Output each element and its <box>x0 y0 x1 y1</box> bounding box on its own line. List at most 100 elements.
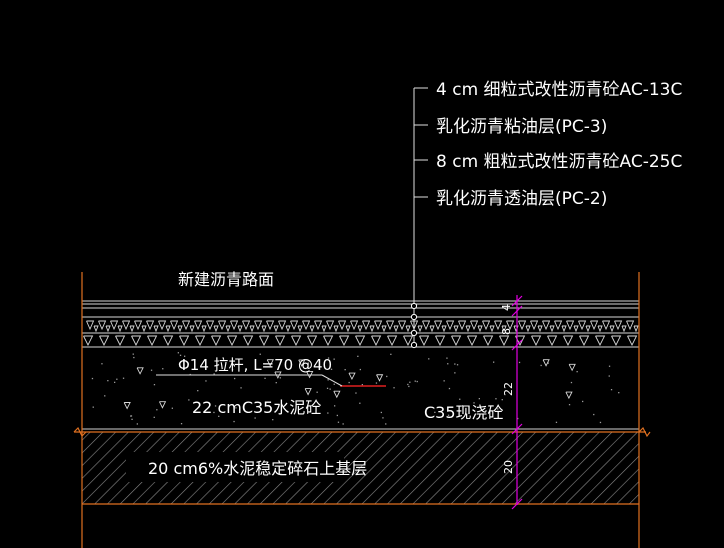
aggregate-mark <box>227 335 238 347</box>
aggregate-speck <box>344 369 346 371</box>
aggregate-mark <box>554 320 563 331</box>
aggregate-speck <box>133 356 135 359</box>
aggregate-speck <box>443 380 445 382</box>
aggregate-mark <box>355 335 366 347</box>
aggregate-speck <box>329 388 331 390</box>
aggregate-speck <box>240 387 242 389</box>
aggregate-speck <box>459 398 461 400</box>
aggregate-mark <box>621 325 627 333</box>
aggregate-speck <box>330 368 333 370</box>
aggregate-speck <box>235 407 237 409</box>
aggregate-mark <box>470 320 479 331</box>
aggregate-mark <box>547 335 558 347</box>
aggregate-mark <box>549 325 555 333</box>
aggregate-speck <box>264 377 266 379</box>
aggregate-speck <box>380 411 382 414</box>
aggregate-speck <box>610 389 613 391</box>
aggregate-mark <box>309 325 315 333</box>
aggregate-speck <box>348 381 350 384</box>
callout-ac25c: 8 cm 粗粒式改性沥青砼AC-25C <box>436 152 682 172</box>
aggregate-mark <box>518 320 527 331</box>
aggregate-mark <box>131 335 142 347</box>
aggregate-speck <box>495 398 497 400</box>
aggregate-mark <box>333 325 339 333</box>
dim-top-mid: 8 <box>500 328 513 335</box>
aggregate-speck <box>608 375 610 377</box>
aggregate-mark <box>429 325 435 333</box>
aggregate-mark <box>568 363 576 372</box>
aggregate-speck <box>517 417 519 420</box>
aggregate-mark <box>266 359 274 367</box>
aggregate-mark <box>261 325 267 333</box>
aggregate-speck <box>275 382 277 384</box>
aggregate-mark <box>611 335 622 347</box>
dim-base: 20 <box>502 460 515 474</box>
aggregate-speck <box>434 411 436 413</box>
aggregate-mark <box>627 335 638 347</box>
aggregate-mark <box>122 320 131 331</box>
aggregate-mark <box>278 320 287 331</box>
aggregate-mark <box>153 325 159 333</box>
aggregate-mark <box>458 320 467 331</box>
aggregate-mark <box>243 335 254 347</box>
aggregate-mark <box>206 320 215 331</box>
aggregate-mark <box>525 325 531 333</box>
aggregate-mark <box>230 320 239 331</box>
aggregate-mark <box>189 325 195 333</box>
aggregate-speck <box>407 383 409 386</box>
aggregate-speck <box>446 357 448 359</box>
aggregate-speck <box>259 353 261 355</box>
dimension-line <box>511 295 523 510</box>
aggregate-speck <box>254 417 256 419</box>
aggregate-mark <box>374 320 383 331</box>
aggregate-speck <box>518 361 521 364</box>
aggregate-speck <box>122 377 125 379</box>
aggregate-speck <box>428 358 430 360</box>
aggregate-mark <box>129 325 135 333</box>
aggregate-speck <box>593 413 595 416</box>
aggregate-mark <box>446 320 455 331</box>
aggregate-speck <box>555 421 558 423</box>
aggregate-mark <box>323 335 334 347</box>
aggregate-mark <box>147 335 158 347</box>
aggregate-mark <box>602 320 611 331</box>
aggregate-mark <box>369 325 375 333</box>
aggregate-speck <box>162 368 164 370</box>
aggregate-speck <box>382 417 384 419</box>
aggregate-row-bottom <box>83 335 638 347</box>
aggregate-mark <box>597 325 603 333</box>
aggregate-mark <box>626 320 635 331</box>
aggregate-speck <box>218 415 220 417</box>
aggregate-mark <box>537 325 543 333</box>
section-title: 新建沥青路面 <box>178 270 274 289</box>
aggregate-speck <box>272 419 274 421</box>
leader-lines <box>413 87 428 345</box>
aggregate-mark <box>573 325 579 333</box>
aggregate-mark <box>465 325 471 333</box>
callout-ac13c: 4 cm 细粒式改性沥青砼AC-13C <box>436 80 682 100</box>
aggregate-speck <box>307 359 310 362</box>
aggregate-speck <box>454 363 456 365</box>
aggregate-mark <box>201 325 207 333</box>
aggregate-speck <box>448 387 451 390</box>
aggregate-mark <box>489 325 495 333</box>
aggregate-mark <box>99 335 110 347</box>
aggregate-speck <box>497 408 499 410</box>
aggregate-mark <box>146 320 155 331</box>
aggregate-speck <box>473 402 475 404</box>
aggregate-speck <box>599 421 602 424</box>
aggregate-mark <box>170 320 179 331</box>
aggregate-mark <box>435 335 446 347</box>
aggregate-mark <box>165 325 171 333</box>
aggregate-mark <box>563 335 574 347</box>
aggregate-speck <box>447 414 450 416</box>
aggregate-speck <box>130 415 133 417</box>
aggregate-speck <box>243 408 245 410</box>
aggregate-mark <box>194 320 203 331</box>
aggregate-mark <box>403 335 414 347</box>
aggregate-mark <box>566 320 575 331</box>
aggregate-mark <box>321 325 327 333</box>
aggregate-speck <box>336 414 338 417</box>
aggregate-mark <box>494 320 503 331</box>
